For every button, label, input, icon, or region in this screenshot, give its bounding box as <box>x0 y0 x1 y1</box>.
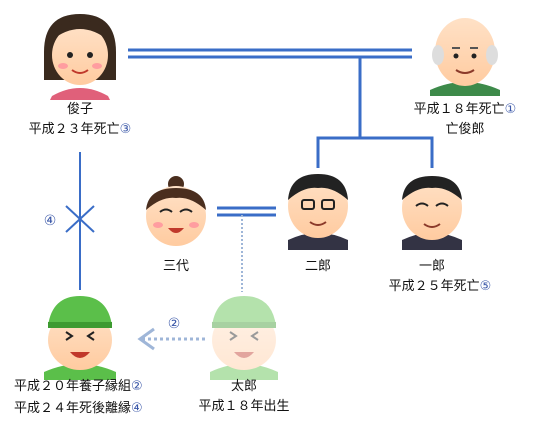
adoptee-dissolution-text: 平成２４年死後離縁 <box>14 401 132 416</box>
ichiro-avatar <box>402 176 462 250</box>
adoptee-line2: 平成２４年死後離縁④ <box>14 400 143 418</box>
husband-status: 平成１８年死亡 <box>413 102 505 117</box>
ichiro-status-line: 平成２５年死亡⑤ <box>389 278 492 296</box>
ichiro-status: 平成２５年死亡 <box>388 279 480 294</box>
adoptee-mark2: ④ <box>131 401 143 416</box>
divorce-mark: ④ <box>43 213 57 229</box>
ichiro-mark: ⑤ <box>479 279 492 294</box>
adoption-arrow <box>137 327 205 351</box>
toshiko-status: 平成２３年死亡 <box>28 122 120 137</box>
toshiko-name: 俊子 <box>66 102 94 117</box>
adoptee-avatar <box>44 296 116 380</box>
toshiko-mark: ③ <box>119 122 132 137</box>
deceased-husband-avatar <box>430 18 500 96</box>
children-connector <box>316 57 434 168</box>
sandai-name: 三代 <box>162 259 190 274</box>
adoption-mark: ② <box>167 316 181 332</box>
husband-name: 亡俊郎 <box>445 122 485 137</box>
toshiko-status-line: 平成２３年死亡③ <box>29 121 132 139</box>
marriage-line-sandai-jiro <box>217 206 276 217</box>
taro-name: 太郎 <box>230 379 258 394</box>
marriage-line-toshiko-husband <box>128 48 412 59</box>
taro-avatar <box>210 296 278 380</box>
husband-mark: ① <box>504 102 517 117</box>
adoptee-line1: 平成２０年養子縁組② <box>14 378 143 396</box>
toshiko-avatar <box>44 14 116 100</box>
adoptee-mark1: ② <box>131 379 143 394</box>
divorce-cross <box>65 205 95 233</box>
sandai-avatar <box>146 176 206 246</box>
adoptee-adoption-text: 平成２０年養子縁組 <box>14 379 132 394</box>
taro-status: 平成１８年出生 <box>198 399 290 414</box>
jiro-avatar <box>288 174 348 250</box>
jiro-name: 二郎 <box>304 259 332 274</box>
ichiro-name: 一郎 <box>418 259 446 274</box>
husband-status-line: 平成１８年死亡① <box>414 101 517 119</box>
